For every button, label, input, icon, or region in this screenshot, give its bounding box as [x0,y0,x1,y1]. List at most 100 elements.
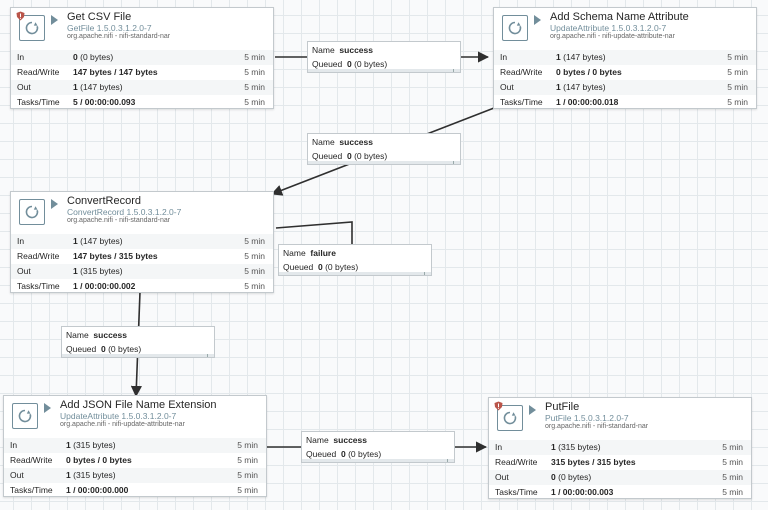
stat-window: 5 min [727,67,748,77]
invalid-warning-icon[interactable] [494,401,503,411]
connection-queued-row: Queued 0 (0 bytes) [66,344,142,354]
processor-bundle: org.apache.nifi - nifi-standard-nar [67,33,171,40]
stat-value: 147 bytes / 315 bytes [73,251,158,261]
processor-convertrecord[interactable]: ConvertRecord ConvertRecord 1.5.0.3.1.2.… [10,191,274,293]
connection-name-row: Name success [66,330,127,340]
stat-window: 5 min [244,67,265,77]
stat-label: Read/Write [17,67,60,77]
processor-type: UpdateAttribute 1.5.0.3.1.2.0-7 [550,23,667,33]
stat-value: 315 bytes / 315 bytes [551,457,636,467]
stat-label: Out [10,470,24,480]
stat-value: 0 (0 bytes) [551,472,592,482]
stat-window: 5 min [722,487,743,497]
processor-header: ConvertRecord ConvertRecord 1.5.0.3.1.2.… [11,192,273,234]
stat-window: 5 min [237,455,258,465]
connection-name-row: Name success [312,45,373,55]
connection-label-c2[interactable]: Name success Queued 0 (0 bytes) [307,133,461,165]
processor-header: PutFile PutFile 1.5.0.3.1.2.0-7 org.apac… [489,398,751,440]
stat-row-tasks: Tasks/Time 1 / 00:00:00.000 5 min [4,483,266,496]
queue-progress-bar [302,459,454,462]
connection-name: success [333,435,367,445]
stat-value: 147 bytes / 147 bytes [73,67,158,77]
processor-header: Add Schema Name Attribute UpdateAttribut… [494,8,756,50]
processor-name: PutFile [545,401,580,413]
connection-queued-row: Queued 0 (0 bytes) [312,151,388,161]
stat-window: 5 min [237,485,258,495]
stat-label: In [17,236,25,246]
stat-value: 5 / 00:00:00.093 [73,97,136,107]
queue-progress-bar [308,69,460,72]
invalid-warning-icon[interactable] [16,11,25,21]
processor-bundle: org.apache.nifi - nifi-update-attribute-… [550,33,675,40]
stat-window: 5 min [722,457,743,467]
connection-name-row: Name failure [283,248,336,258]
stat-label: Out [495,472,509,482]
processor-header: Add JSON File Name Extension UpdateAttri… [4,396,266,438]
queue-progress-bar [279,272,431,275]
stat-window: 5 min [244,281,265,291]
processor-name: Get CSV File [67,11,132,23]
stat-label: In [500,52,508,62]
stat-label: Read/Write [500,67,543,77]
stat-row-out: Out 1 (315 bytes) 5 min [4,468,266,483]
run-status-icon [51,199,58,209]
stat-window: 5 min [244,236,265,246]
connection-label-c3[interactable]: Name failure Queued 0 (0 bytes) [278,244,432,276]
connection-queued-row: Queued 0 (0 bytes) [306,449,382,459]
connection-name: success [339,137,373,147]
connection-label-c4[interactable]: Name success Queued 0 (0 bytes) [61,326,215,358]
stat-value: 1 (147 bytes) [556,82,606,92]
processor-type: GetFile 1.5.0.3.1.2.0-7 [67,23,152,33]
queue-progress-bar [308,161,460,164]
stat-value: 1 (147 bytes) [556,52,606,62]
stat-value: 1 / 00:00:00.002 [73,281,136,291]
processor-add-json-file-name-extension[interactable]: Add JSON File Name Extension UpdateAttri… [3,395,267,497]
stat-value: 1 (315 bytes) [66,470,116,480]
stat-window: 5 min [237,440,258,450]
connection-name-row: Name success [306,435,367,445]
stat-window: 5 min [237,470,258,480]
processor-name: Add JSON File Name Extension [60,399,217,411]
stat-label: Out [500,82,514,92]
stat-window: 5 min [244,82,265,92]
stat-label: Read/Write [17,251,60,261]
connection-name: success [339,45,373,55]
processor-icon [12,403,38,429]
processor-putfile[interactable]: PutFile PutFile 1.5.0.3.1.2.0-7 org.apac… [488,397,752,499]
stat-value: 1 (147 bytes) [73,236,123,246]
stat-value: 1 / 00:00:00.003 [551,487,614,497]
stat-label: Tasks/Time [495,487,538,497]
stat-window: 5 min [244,97,265,107]
connection-label-c1[interactable]: Name success Queued 0 (0 bytes) [307,41,461,73]
processor-add-schema-name-attribute[interactable]: Add Schema Name Attribute UpdateAttribut… [493,7,757,109]
stat-label: Tasks/Time [17,281,60,291]
stat-value: 1 / 00:00:00.000 [66,485,129,495]
stat-row-tasks: Tasks/Time 1 / 00:00:00.002 5 min [11,279,273,292]
stat-label: Tasks/Time [10,485,53,495]
stat-label: Tasks/Time [17,97,60,107]
connection-name: success [93,330,127,340]
stat-value: 0 bytes / 0 bytes [66,455,132,465]
processor-bundle: org.apache.nifi - nifi-standard-nar [67,217,171,224]
stat-row-tasks: Tasks/Time 1 / 00:00:00.003 5 min [489,485,751,498]
processor-icon [19,199,45,225]
stat-window: 5 min [727,97,748,107]
processor-stats: In 1 (147 bytes) 5 min Read/Write 147 bytes… [11,234,273,292]
stat-row-in: In 1 (147 bytes) 5 min [11,234,273,249]
connection-label-c5[interactable]: Name success Queued 0 (0 bytes) [301,431,455,463]
run-status-icon [44,403,51,413]
processor-header: Get CSV File GetFile 1.5.0.3.1.2.0-7 org… [11,8,273,50]
processor-get-csv-file[interactable]: Get CSV File GetFile 1.5.0.3.1.2.0-7 org… [10,7,274,109]
queue-progress-bar [62,354,214,357]
processor-bundle: org.apache.nifi - nifi-update-attribute-… [60,421,185,428]
